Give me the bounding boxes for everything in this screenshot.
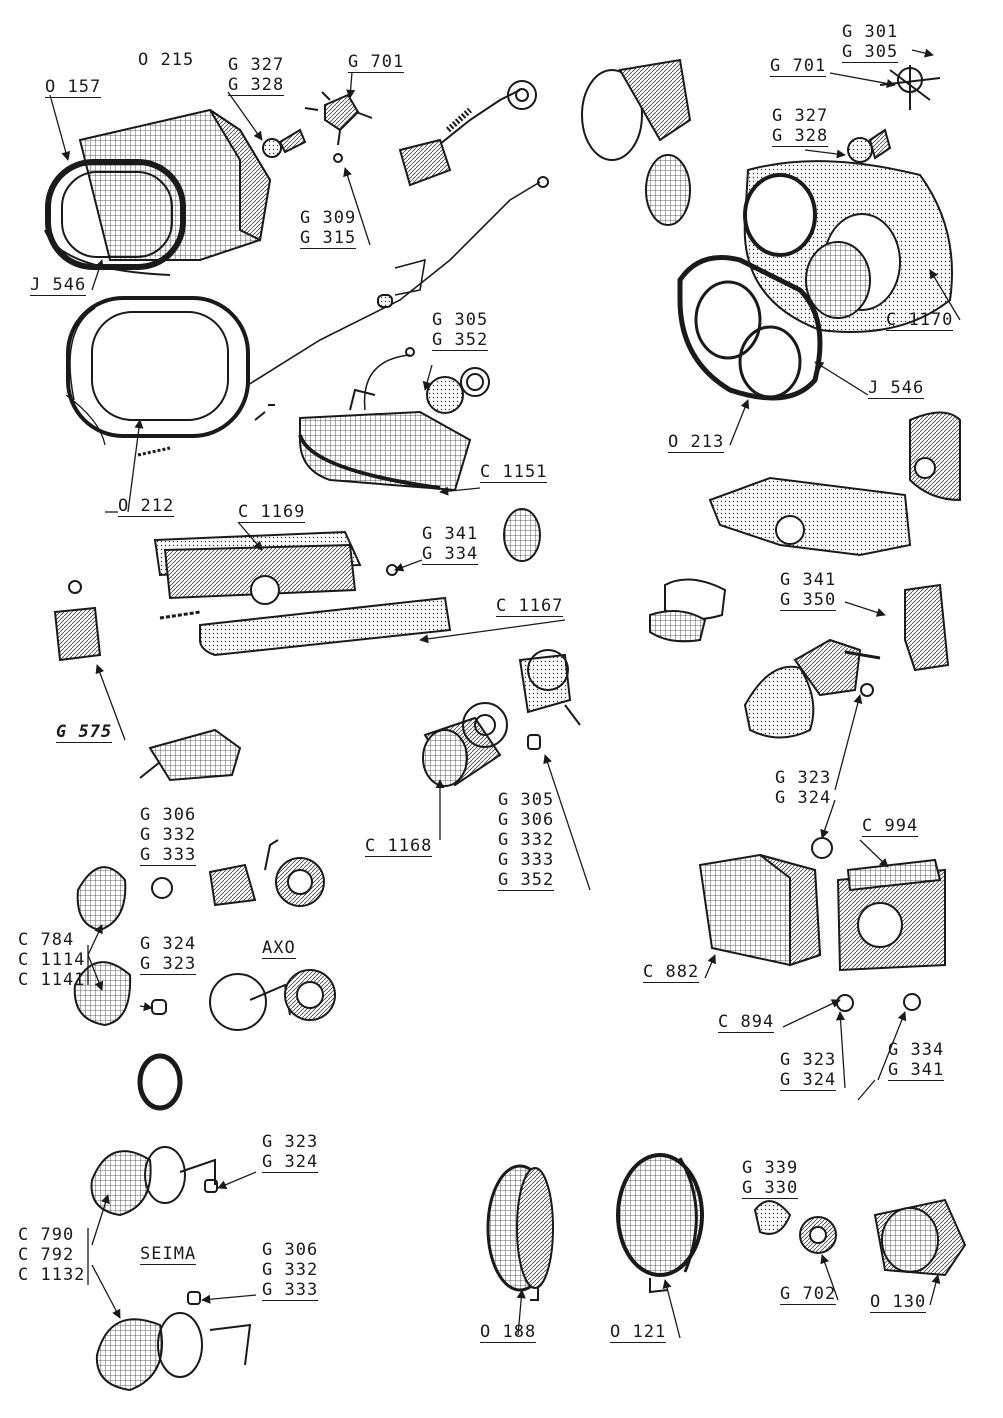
label-o157: O 157 [45, 77, 102, 98]
label-g305-upper: G 305 [432, 310, 489, 330]
label-g350: G 350 [780, 590, 837, 611]
label-c1151: C 1151 [480, 462, 548, 483]
headlamp-housing-drawing [44, 108, 272, 276]
label-o213: O 213 [668, 432, 725, 453]
label-c882: C 882 [643, 962, 700, 983]
label-c1141: C 1141 [18, 970, 86, 990]
label-j546-right: J 546 [868, 378, 925, 399]
label-g333-lower: G 333 [498, 850, 555, 870]
rear-light-units-drawing [698, 837, 946, 1012]
label-c894: C 894 [718, 1012, 775, 1033]
label-g309: G 309 [300, 208, 357, 228]
label-g339: G 339 [742, 1158, 799, 1178]
label-g330: G 330 [742, 1178, 799, 1199]
label-g332-left: G 332 [140, 825, 197, 845]
label-g701-right: G 701 [770, 56, 827, 77]
fog-lamps-drawing [486, 1153, 967, 1301]
label-c1167: C 1167 [496, 596, 564, 617]
label-g341-middle: G 341 [422, 524, 479, 544]
label-o215: O 215 [138, 50, 195, 70]
label-c994: C 994 [862, 816, 919, 837]
label-g324-right: G 324 [775, 788, 832, 808]
rear-lamp-drawing [422, 649, 581, 787]
label-o121: O 121 [610, 1322, 667, 1343]
label-axo: AXO [262, 938, 296, 959]
label-g323-right: G 323 [775, 768, 832, 788]
indicator-lamp-drawing [298, 347, 490, 492]
label-o130: O 130 [870, 1292, 927, 1313]
label-g702: G 702 [780, 1284, 837, 1305]
label-seima: SEIMA [140, 1244, 197, 1265]
label-g306-left: G 306 [140, 805, 197, 825]
label-g575: G 575 [56, 722, 113, 743]
label-g341-bottom-right: G 341 [888, 1060, 945, 1081]
label-c1169: C 1169 [238, 502, 306, 523]
label-g333-left: G 333 [140, 845, 197, 866]
label-g333-seima: G 333 [262, 1280, 319, 1301]
label-g327-right: G 327 [772, 106, 829, 126]
label-g334-middle: G 334 [422, 544, 479, 565]
label-g323-left: G 323 [140, 954, 197, 975]
label-c1170: C 1170 [886, 310, 954, 331]
label-c1114: C 1114 [18, 950, 86, 970]
label-g328-right: G 328 [772, 126, 829, 147]
label-g324-seima: G 324 [262, 1152, 319, 1173]
label-g323-bottom-right: G 323 [780, 1050, 837, 1070]
label-g324-bottom-right: G 324 [780, 1070, 837, 1091]
label-g305-right: G 305 [842, 42, 899, 63]
label-g328-top: G 328 [228, 75, 285, 96]
label-g352-upper: G 352 [432, 330, 489, 351]
label-g327-top: G 327 [228, 55, 285, 75]
label-c784: C 784 [18, 930, 75, 950]
label-g306-lower: G 306 [498, 810, 555, 830]
label-g315: G 315 [300, 228, 357, 249]
label-c1132: C 1132 [18, 1265, 86, 1285]
label-c1168: C 1168 [365, 836, 433, 857]
label-group-c784: C 784 C 1114 C 1141 [18, 930, 85, 990]
label-g701-left: G 701 [348, 52, 405, 73]
label-c792: C 792 [18, 1245, 75, 1265]
label-group-g306-seima: G 306 G 332 G 333 [262, 1240, 319, 1301]
label-g323-seima: G 323 [262, 1132, 319, 1152]
label-j546-left: J 546 [30, 275, 87, 296]
label-g305-lower: G 305 [498, 790, 555, 810]
label-g332-lower: G 332 [498, 830, 555, 850]
label-g306-seima: G 306 [262, 1240, 319, 1260]
label-group-c790: C 790 C 792 C 1132 [18, 1225, 85, 1285]
label-g324-left: G 324 [140, 934, 197, 954]
label-g341-right: G 341 [780, 570, 837, 590]
label-g301: G 301 [842, 22, 899, 42]
headlamp-frame-drawing [65, 296, 250, 446]
label-g334-right: G 334 [888, 1040, 945, 1060]
label-c790: C 790 [18, 1225, 75, 1245]
label-group-g306: G 306 G 332 G 333 [140, 805, 197, 866]
twin-headlamp-drawing [581, 58, 953, 401]
label-o188: O 188 [480, 1322, 537, 1343]
label-group-g305-g352: G 305 G 306 G 332 G 333 G 352 [498, 790, 555, 891]
label-o212: O 212 [118, 496, 175, 517]
label-g332-seima: G 332 [262, 1260, 319, 1280]
label-g352-lower: G 352 [498, 870, 555, 891]
